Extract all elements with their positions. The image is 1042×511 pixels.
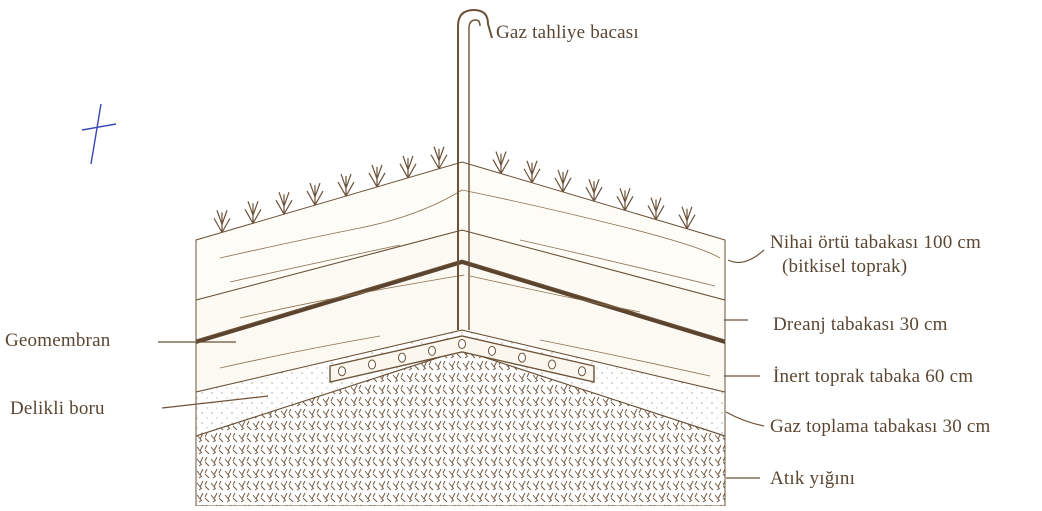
grass-tuft-icon bbox=[214, 210, 230, 232]
pipe-hole bbox=[519, 353, 526, 362]
grass-tuft-icon bbox=[493, 152, 509, 174]
pencil-mark-icon bbox=[82, 104, 116, 164]
grass-tuft-icon bbox=[245, 201, 261, 223]
grass-tuft-icon bbox=[586, 179, 602, 201]
pipe-hole bbox=[429, 346, 436, 355]
grass-tuft-icon bbox=[400, 156, 416, 178]
label-perforated-pipe: Delikli boru bbox=[10, 398, 105, 420]
label-final-cover-sub: (bitkisel toprak) bbox=[782, 256, 907, 278]
pipe-hole bbox=[489, 346, 496, 355]
grass-tuft-icon bbox=[555, 170, 571, 192]
label-drainage: Dreanj tabakası 30 cm bbox=[773, 314, 948, 336]
grass-tuft-icon bbox=[648, 198, 664, 220]
label-gas-collection: Gaz toplama tabakası 30 cm bbox=[770, 416, 990, 438]
pipe-hole bbox=[579, 367, 586, 376]
grass-tuft-icon bbox=[276, 192, 292, 214]
pipe-hole bbox=[369, 360, 376, 369]
grass-tuft-icon bbox=[524, 161, 540, 183]
grass-tuft-icon bbox=[617, 188, 633, 210]
label-inert: İnert toprak tabaka 60 cm bbox=[773, 366, 973, 388]
grass-tuft-icon bbox=[369, 165, 385, 187]
pipe-hole bbox=[549, 360, 556, 369]
grass-tuft-icon bbox=[679, 207, 695, 229]
label-geomembrane: Geomembran bbox=[5, 330, 110, 352]
grass-tuft-icon bbox=[338, 174, 354, 196]
grass-tuft-icon bbox=[307, 183, 323, 205]
pipe-hole bbox=[399, 353, 406, 362]
label-final-cover: Nihai örtü tabakası 100 cm bbox=[770, 232, 981, 254]
grass-tuft-icon bbox=[431, 147, 447, 169]
pipe-hole bbox=[339, 367, 346, 376]
label-waste: Atık yığını bbox=[770, 468, 855, 490]
pipe-hole bbox=[459, 340, 466, 349]
label-gas-vent: Gaz tahliye bacası bbox=[496, 22, 639, 44]
